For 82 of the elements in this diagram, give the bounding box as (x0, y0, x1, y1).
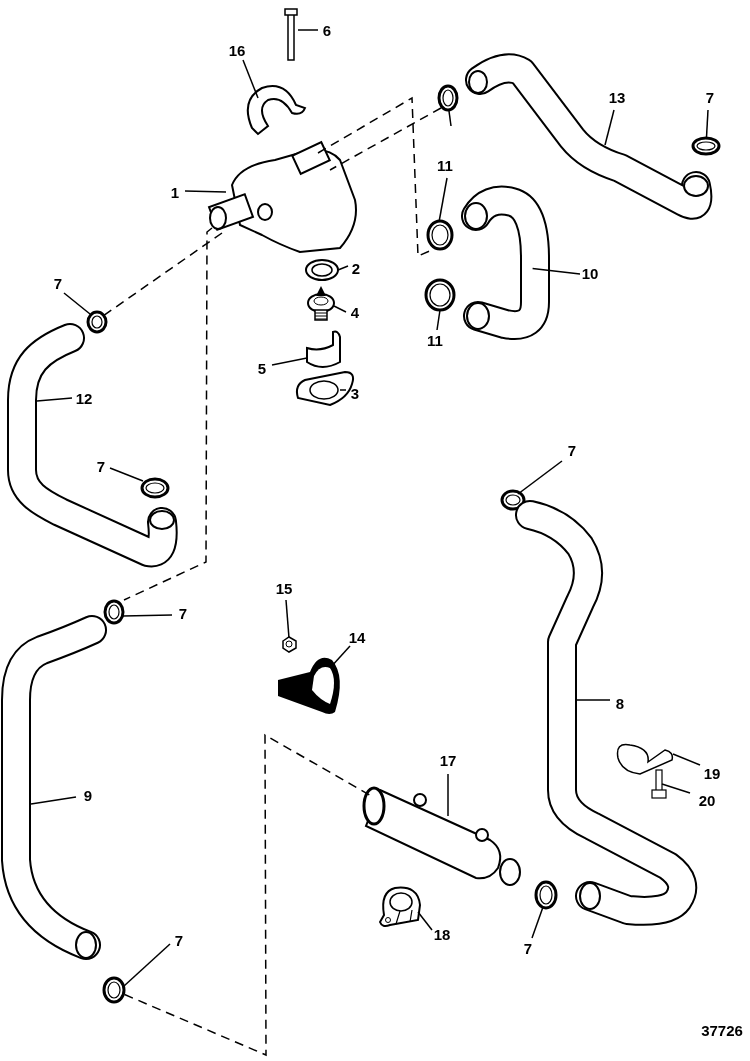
hose (461, 185, 550, 341)
callout-number: 19 (703, 765, 721, 781)
hose (7, 323, 178, 568)
callout-number: 10 (581, 265, 599, 281)
callout-number: 11 (427, 332, 443, 348)
callout-number: 7 (178, 605, 188, 621)
leader-line (661, 783, 691, 794)
hose-clamp (426, 219, 454, 251)
leader-line (531, 267, 581, 275)
p-clamp (278, 657, 340, 714)
sleeve (306, 330, 341, 368)
leader-line (436, 309, 441, 331)
leader-line (448, 110, 452, 127)
leader-line (672, 753, 701, 766)
callout-number: 20 (698, 792, 716, 808)
nut (282, 636, 297, 653)
leader-line (271, 357, 308, 366)
leader-line (438, 177, 448, 223)
hose-clamp (437, 84, 459, 112)
callout-number: 7 (705, 89, 715, 105)
leader-line (517, 460, 563, 495)
assembly-line (102, 232, 223, 317)
leader-line (297, 29, 319, 31)
assembly-line (123, 227, 213, 601)
leader-line (333, 305, 347, 313)
assembly-line (329, 107, 442, 171)
leader-line (531, 906, 544, 939)
cooler (362, 786, 521, 886)
gasket (305, 259, 339, 281)
callout-number: 6 (322, 22, 332, 38)
leader-line (123, 943, 171, 987)
hose-clamp (500, 489, 526, 511)
hose-clamp (86, 310, 108, 334)
hose (515, 500, 698, 926)
callout-number: 8 (615, 695, 625, 711)
leader-line (337, 265, 349, 271)
leader-line (242, 59, 259, 99)
hose-clamp (102, 976, 126, 1004)
leader-line (417, 911, 433, 931)
callout-number: 7 (174, 932, 184, 948)
leader-line (122, 614, 173, 617)
callout-number: 4 (350, 304, 360, 320)
thermostat (307, 286, 335, 321)
callout-number: 7 (523, 940, 533, 956)
bracket (246, 85, 306, 135)
callout-number: 11 (437, 157, 453, 173)
leader-line (576, 699, 611, 701)
hose-clamp (424, 278, 456, 312)
leader-line (339, 389, 347, 391)
callout-number: 1 (170, 184, 180, 200)
bolt (284, 8, 298, 61)
leader-line (285, 599, 290, 639)
callout-number: 7 (53, 275, 63, 291)
leader-line (109, 467, 144, 482)
callout-number: 18 (433, 926, 451, 942)
leader-line (705, 109, 709, 140)
leader-line (63, 292, 91, 315)
callout-number: 16 (228, 42, 246, 58)
callout-number: 7 (567, 442, 577, 458)
hose-clamp (103, 599, 125, 625)
figure-number: 37726 (701, 1022, 743, 1038)
leader-line (36, 397, 73, 402)
leader-line (30, 796, 77, 805)
callout-number: 9 (83, 787, 93, 803)
thermostat-housing (207, 140, 357, 253)
leader-line (604, 109, 615, 146)
leader-line (184, 190, 227, 193)
callout-number: 5 (257, 360, 267, 376)
callout-number: 2 (351, 260, 361, 276)
callout-number: 17 (439, 752, 457, 768)
callout-number: 7 (96, 458, 106, 474)
leader-line (447, 773, 449, 817)
callout-number: 3 (350, 385, 360, 401)
leader-line (329, 645, 351, 669)
hose-clamp (691, 136, 721, 156)
hose (1, 615, 107, 960)
callout-number: 15 (275, 580, 293, 596)
bracket (379, 886, 421, 927)
callout-number: 14 (348, 629, 366, 645)
hose (465, 53, 713, 220)
callout-number: 13 (608, 89, 626, 105)
callout-number: 12 (75, 390, 93, 406)
